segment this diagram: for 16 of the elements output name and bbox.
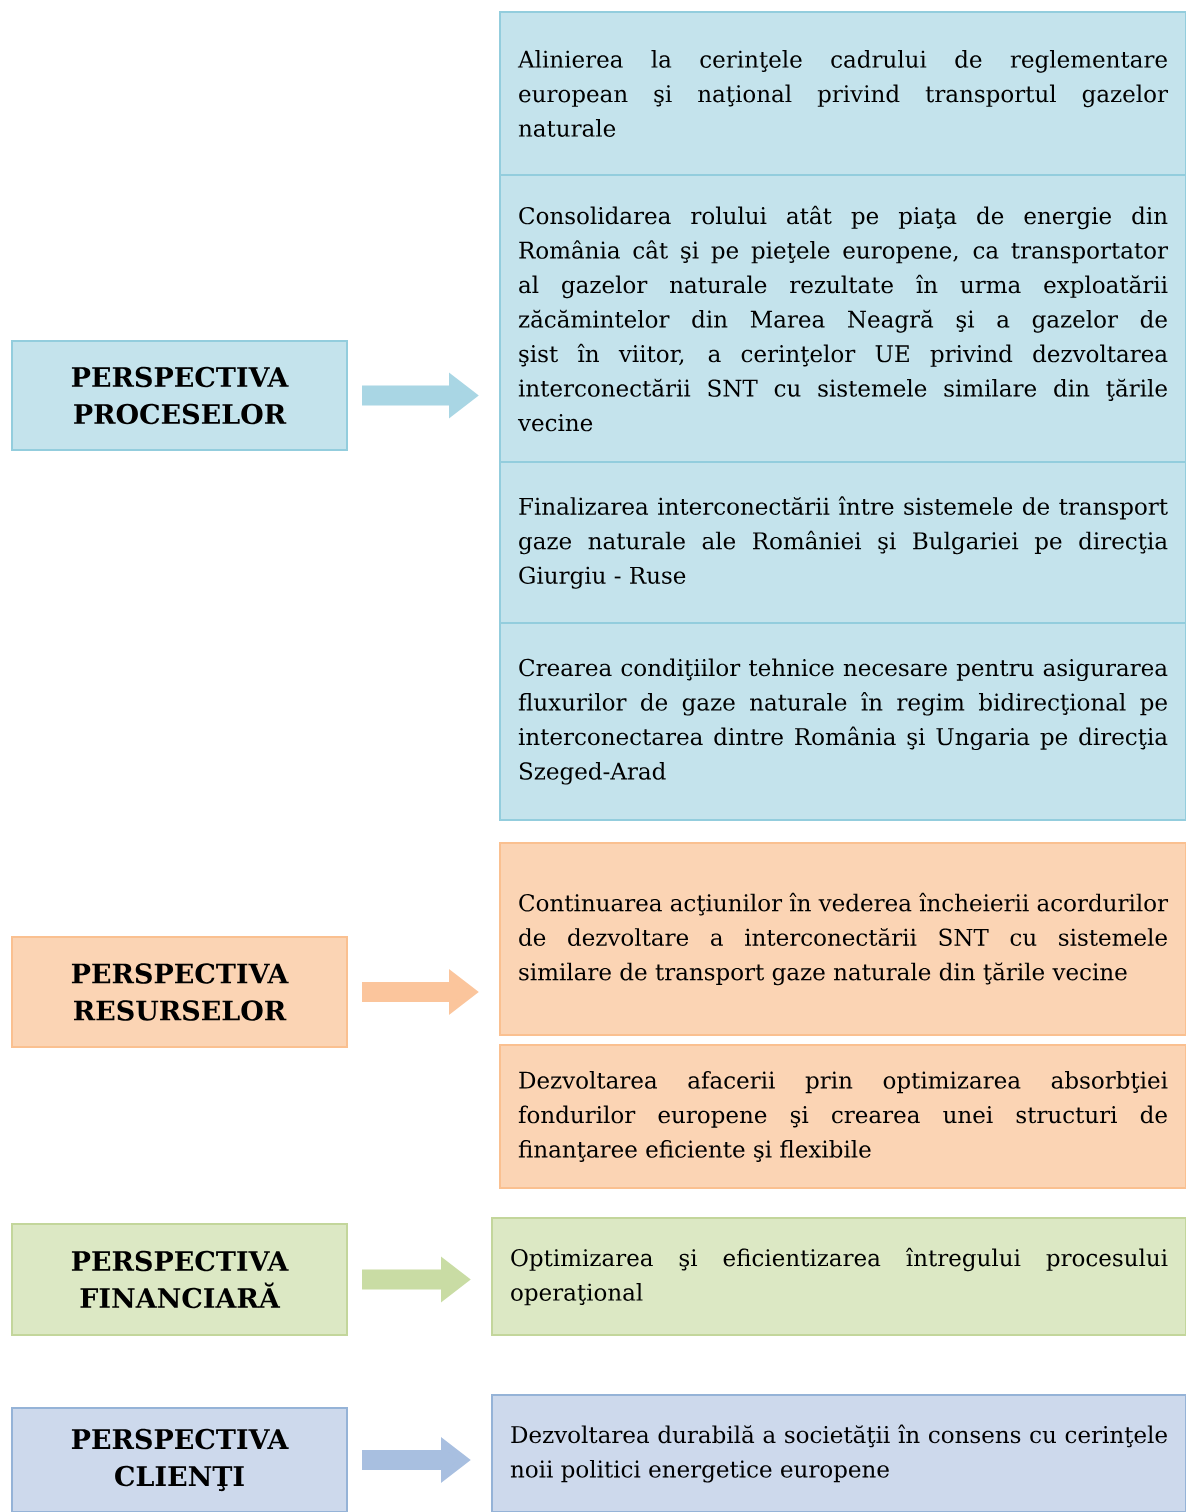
- objective-box: Continuarea acţiunilor în vederea încheierii acordurilor de dezvoltare a interconectării SNT cu sistemele similare de transport gaze naturale din ţările vecine: [499, 842, 1186, 1036]
- node-label: Finalizarea interconectării între sistemele de transport gaze naturale ale României şi Bulgariei pe direcţia Giurgiu - Ruse: [519, 496, 1168, 589]
- node-label: Crearea condiţiilor tehnice necesare pentru asigurarea fluxurilor de gaze naturale în regim bidirecţional pe interconectarea dintre România şi Ungaria pe direcţia Szeged-Arad: [518, 658, 1168, 785]
- perspective-box: PERSPECTIVA RESURSELOR: [11, 936, 348, 1048]
- objective-box: Crearea condiţiilor tehnice necesare pentru asigurarea fluxurilor de gaze naturale în regim bidirecţional pe interconectarea dintre România şi Ungaria pe direcţia Szeged-Arad: [499, 622, 1186, 821]
- objective-box: Optimizarea şi eficientizarea întregului procesului operaţional: [491, 1217, 1186, 1336]
- perspective-box: PERSPECTIVA CLIENŢI: [11, 1407, 348, 1512]
- objective-box: Alinierea la cerinţele cadrului de reglementare european şi naţional privind transportul gazelor naturale: [499, 11, 1186, 176]
- perspective-box: PERSPECTIVA PROCESELOR: [11, 340, 348, 451]
- objective-box: Dezvoltarea afacerii prin optimizarea absorbţiei fondurilor europene şi crearea unei structuri de finanţaree eficiente şi flexibile: [499, 1044, 1186, 1189]
- objective-box: Finalizarea interconectării între sistemele de transport gaze naturale ale României şi Bulgariei pe direcţia Giurgiu - Ruse: [499, 461, 1186, 624]
- objective-box: Consolidarea rolului atât pe piaţa de energie din România cât şi pe pieţele europene, ca transportator al gazelor naturale rezultate în urma exploatării zăcămintelor din Marea Neagră şi a gazelor de şist în viitor, a cerinţelor UE privind dezvoltarea interconectării SNT cu sistemele similare din ţările vecine: [499, 174, 1186, 463]
- objective-box: Dezvoltarea durabilă a societăţii în consens cu cerinţele noii politici energetice europene: [491, 1394, 1186, 1512]
- node-label: Consolidarea rolului atât pe piaţa de energie din România cât şi pe pieţele europene, ca transportator al gazelor naturale rezultate în urma exploatării zăcămintelor din Marea Neagră şi a gazelor de şist în viitor, a cerinţelor UE privind dezvoltarea interconectării SNT cu sistemele similare din ţările vecine: [517, 205, 1169, 432]
- node-label: Alinierea la cerinţele cadrului de reglementare european şi naţional privind transportul gazelor naturale: [517, 50, 1168, 137]
- perspective-box: PERSPECTIVA FINANCIARĂ: [11, 1223, 348, 1336]
